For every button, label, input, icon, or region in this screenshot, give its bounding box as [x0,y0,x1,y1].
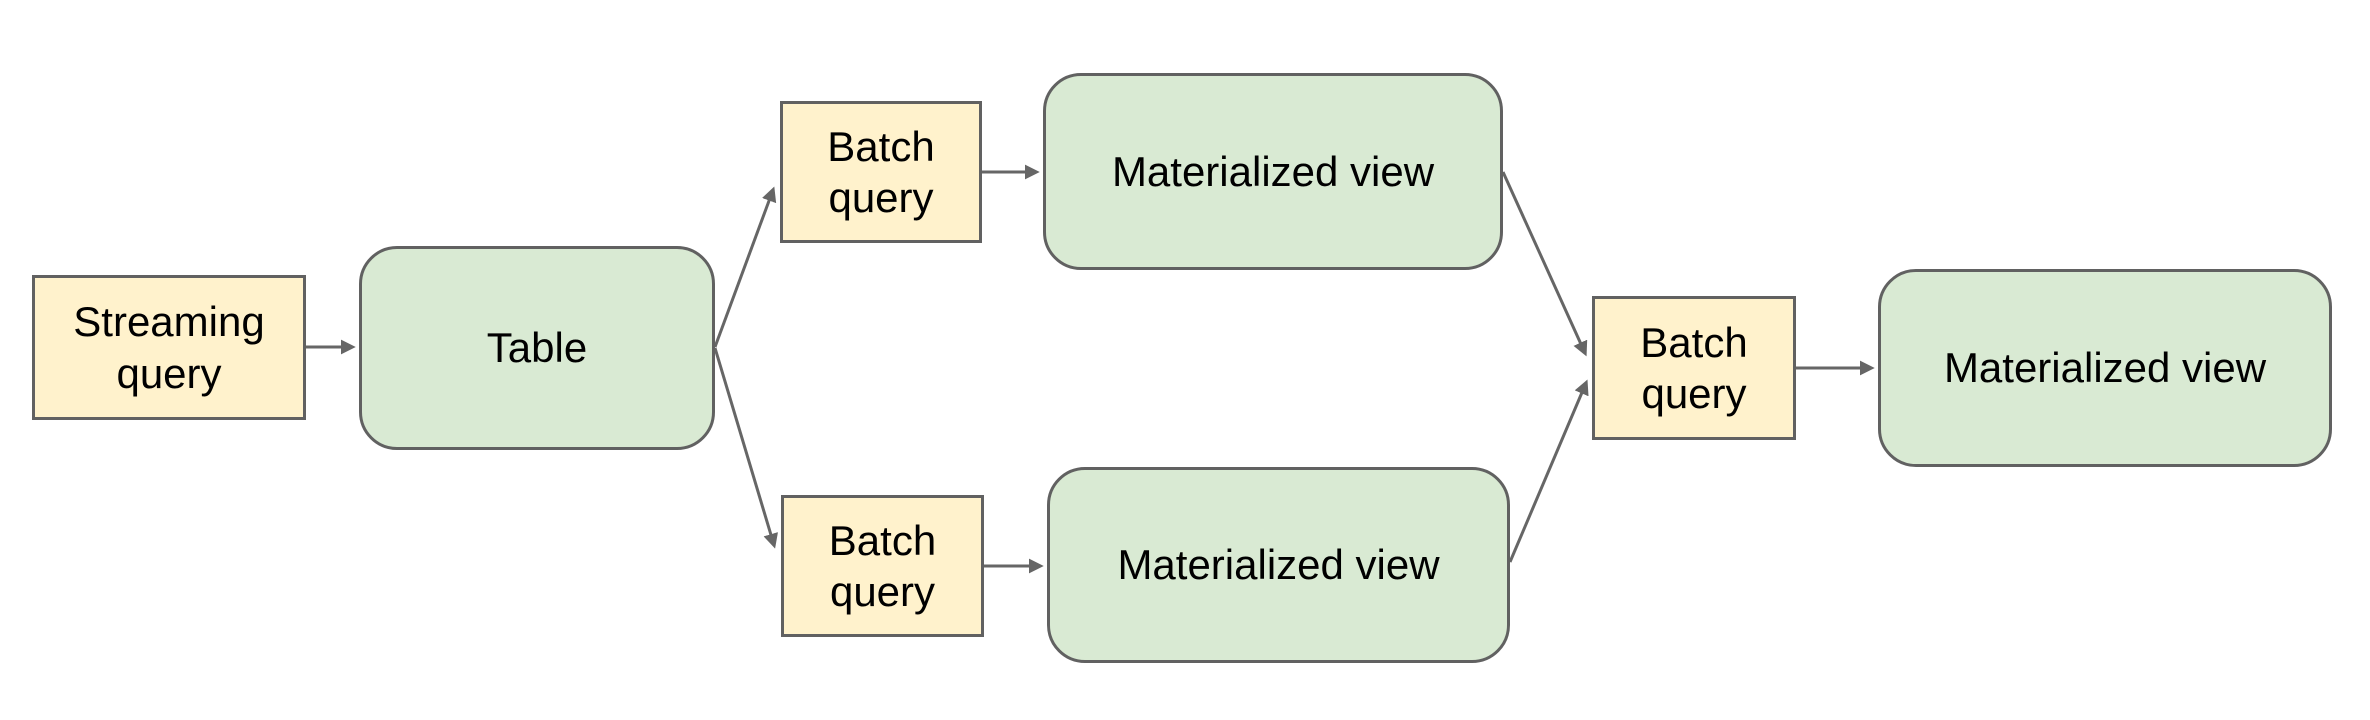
node-batch-query-right: Batch query [1592,296,1796,440]
node-materialized-view-top: Materialized view [1043,73,1503,270]
arrow-table-to-batch-query-bottom [713,347,778,549]
node-materialized-view-bottom-label: Materialized view [1117,541,1440,589]
arrow-materialized-view-bottom-to-batch-query-right [1508,379,1589,563]
arrow-table-to-batch-query-top [713,186,777,348]
node-batch-query-right-label: Batch query [1640,318,1748,417]
node-batch-query-top-label: Batch query [827,122,935,221]
node-batch-query-bottom-label: Batch query [828,516,937,615]
node-table-label: Table [486,324,588,372]
node-streaming-query-label: Streaming query [73,298,265,397]
node-materialized-view-right: Materialized view [1878,269,2332,467]
node-batch-query-bottom: Batch query [781,495,984,637]
node-table: Table [359,246,715,450]
node-materialized-view-bottom: Materialized view [1047,467,1510,663]
node-streaming-query: Streaming query [32,275,306,420]
arrow-materialized-view-top-to-batch-query-right [1501,171,1588,357]
node-batch-query-top: Batch query [780,101,982,243]
node-materialized-view-right-label: Materialized view [1943,344,2267,392]
node-materialized-view-top-label: Materialized view [1111,147,1435,195]
